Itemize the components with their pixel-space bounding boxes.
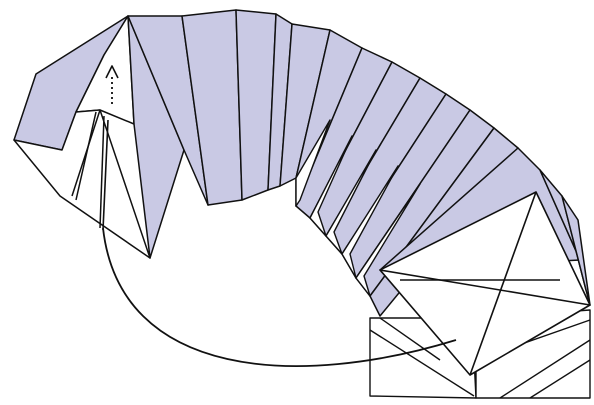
diagram-canvas xyxy=(0,0,594,405)
origami-diagram xyxy=(0,0,594,405)
